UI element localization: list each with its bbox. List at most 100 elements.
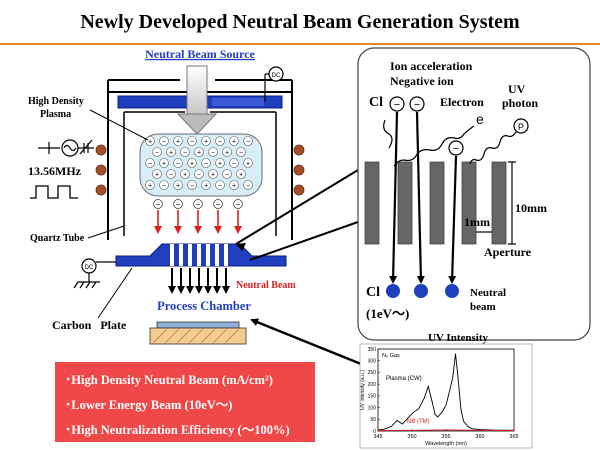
y-tick-label: 300 xyxy=(368,359,377,365)
negative-ion-3-sign: − xyxy=(453,143,459,155)
chart-series-line xyxy=(377,353,515,431)
feature-neutralization: ･High Neutralization Efficiency (～100%) xyxy=(65,423,290,437)
zoom-line-top xyxy=(235,169,359,245)
plasma-charge: − xyxy=(218,139,222,146)
plasma-charge: − xyxy=(218,183,222,190)
gas-inlet-arrow xyxy=(176,65,218,135)
aperture-walls xyxy=(364,161,507,245)
neutral-beam-source-label: Neutral Beam Source xyxy=(145,47,255,61)
extracted-ion xyxy=(153,199,163,209)
extracted-ion-sign: − xyxy=(156,200,161,209)
plasma-charge: + xyxy=(197,150,201,157)
frequency-label: 13.56MHz xyxy=(28,164,82,178)
plasma-particle xyxy=(222,169,232,179)
plasma-particle xyxy=(145,180,155,190)
plasma-particle xyxy=(243,180,253,190)
plasma-particle xyxy=(194,169,204,179)
extracted-ion-sign: − xyxy=(216,200,221,209)
plasma-particle xyxy=(159,136,169,146)
plasma-charge: + xyxy=(211,172,215,179)
plasma-particle xyxy=(187,180,197,190)
neutral-particle-1 xyxy=(386,284,400,298)
neutral-beam-right-2: beam xyxy=(470,301,496,313)
x-tick-label: 360 xyxy=(475,434,484,440)
plasma-charge: − xyxy=(204,161,208,168)
plasma-charge: + xyxy=(148,183,152,190)
plasma-charge: + xyxy=(225,150,229,157)
plasma-particle xyxy=(152,147,162,157)
cl-neutral-label: Cl xyxy=(366,285,380,300)
dimension-10mm xyxy=(508,161,516,245)
plasma-charge: − xyxy=(246,183,250,190)
electron-label: Electron xyxy=(440,95,484,109)
y-tick-label: 250 xyxy=(368,370,377,376)
plasma-charge: − xyxy=(232,161,236,168)
x-tick-label: 350 xyxy=(407,434,416,440)
y-tick-label: 100 xyxy=(368,405,377,411)
feature-high-density: ･High Density Neutral Beam (mA/cm²) xyxy=(65,373,273,387)
plasma-particle xyxy=(201,136,211,146)
plasma-charge: + xyxy=(176,139,180,146)
plasma-charge: − xyxy=(211,150,215,157)
plasma-charge: − xyxy=(225,172,229,179)
extraction-arrows xyxy=(154,210,242,234)
plasma-particle xyxy=(152,169,162,179)
aperture-slit xyxy=(206,244,210,266)
plasma-particle xyxy=(180,169,190,179)
uv-label: UV xyxy=(508,82,526,96)
plasma-charge: − xyxy=(148,161,152,168)
plasma-charge: − xyxy=(183,150,187,157)
plasma-charge: + xyxy=(232,183,236,190)
extracted-ion xyxy=(233,199,243,209)
y-tick-label: 0 xyxy=(373,429,376,435)
plasma-charge: + xyxy=(190,161,194,168)
plasma-charge: − xyxy=(176,161,180,168)
photon-label: photon xyxy=(502,96,538,110)
plasma-charge: + xyxy=(176,183,180,190)
high-density-label-1: High Density xyxy=(28,96,84,107)
ion-wiggle xyxy=(383,119,393,149)
negative-ion-1 xyxy=(389,96,405,112)
extracted-ion-sign: − xyxy=(236,200,241,209)
plasma-particle xyxy=(145,158,155,168)
plasma-particle xyxy=(159,180,169,190)
plasma-charge: + xyxy=(155,172,159,179)
y-tick-label: 150 xyxy=(368,394,377,400)
y-tick-label: 350 xyxy=(368,347,377,353)
quartz-pointer xyxy=(87,225,125,239)
plasma-charge: − xyxy=(190,139,194,146)
plasma-particle xyxy=(180,147,190,157)
page-title: Newly Developed Neutral Beam Generation … xyxy=(80,11,520,33)
chart-annotation-cw: Plasma (CW) xyxy=(386,376,422,382)
extracted-ion xyxy=(193,199,203,209)
aperture-slit xyxy=(224,244,228,266)
x-tick-label: 355 xyxy=(441,434,450,440)
neutral-beam-label: Neutral Beam xyxy=(236,280,296,291)
plasma-particles: +−+−+−+−−+−+−+−−+−+−+−++−+−+−++−+−+−+− xyxy=(145,136,253,190)
plasma-particle xyxy=(159,158,169,168)
cl-ion-label: Cl xyxy=(369,95,383,110)
plasma-charge: + xyxy=(246,161,250,168)
negative-ion-2-sign: − xyxy=(414,99,420,111)
plasma-particle xyxy=(187,136,197,146)
plasma-particle xyxy=(166,147,176,157)
quartz-tube xyxy=(123,111,277,236)
plasma-particle xyxy=(215,158,225,168)
plasma-particle xyxy=(215,180,225,190)
plasma-particle xyxy=(229,158,239,168)
ion-trajectories xyxy=(389,111,458,284)
plasma-charge: − xyxy=(239,150,243,157)
chart-annotation-gas: N₂ Gas xyxy=(382,353,400,359)
plasma-charge: − xyxy=(246,139,250,146)
chart-ylabel: UV intensity (a.u.) xyxy=(360,370,366,410)
plasma-particle xyxy=(201,180,211,190)
plasma-particle xyxy=(208,169,218,179)
plasma-particle xyxy=(243,136,253,146)
carbon-plate-label: Carbon Plate xyxy=(52,318,127,332)
feature-summary-box: ･High Density Neutral Beam (mA/cm²) ･Low… xyxy=(55,362,315,442)
feature-lower-energy: ･Lower Energy Beam (10eV～) xyxy=(65,398,233,412)
uv-to-chamber-arrow xyxy=(250,318,377,372)
